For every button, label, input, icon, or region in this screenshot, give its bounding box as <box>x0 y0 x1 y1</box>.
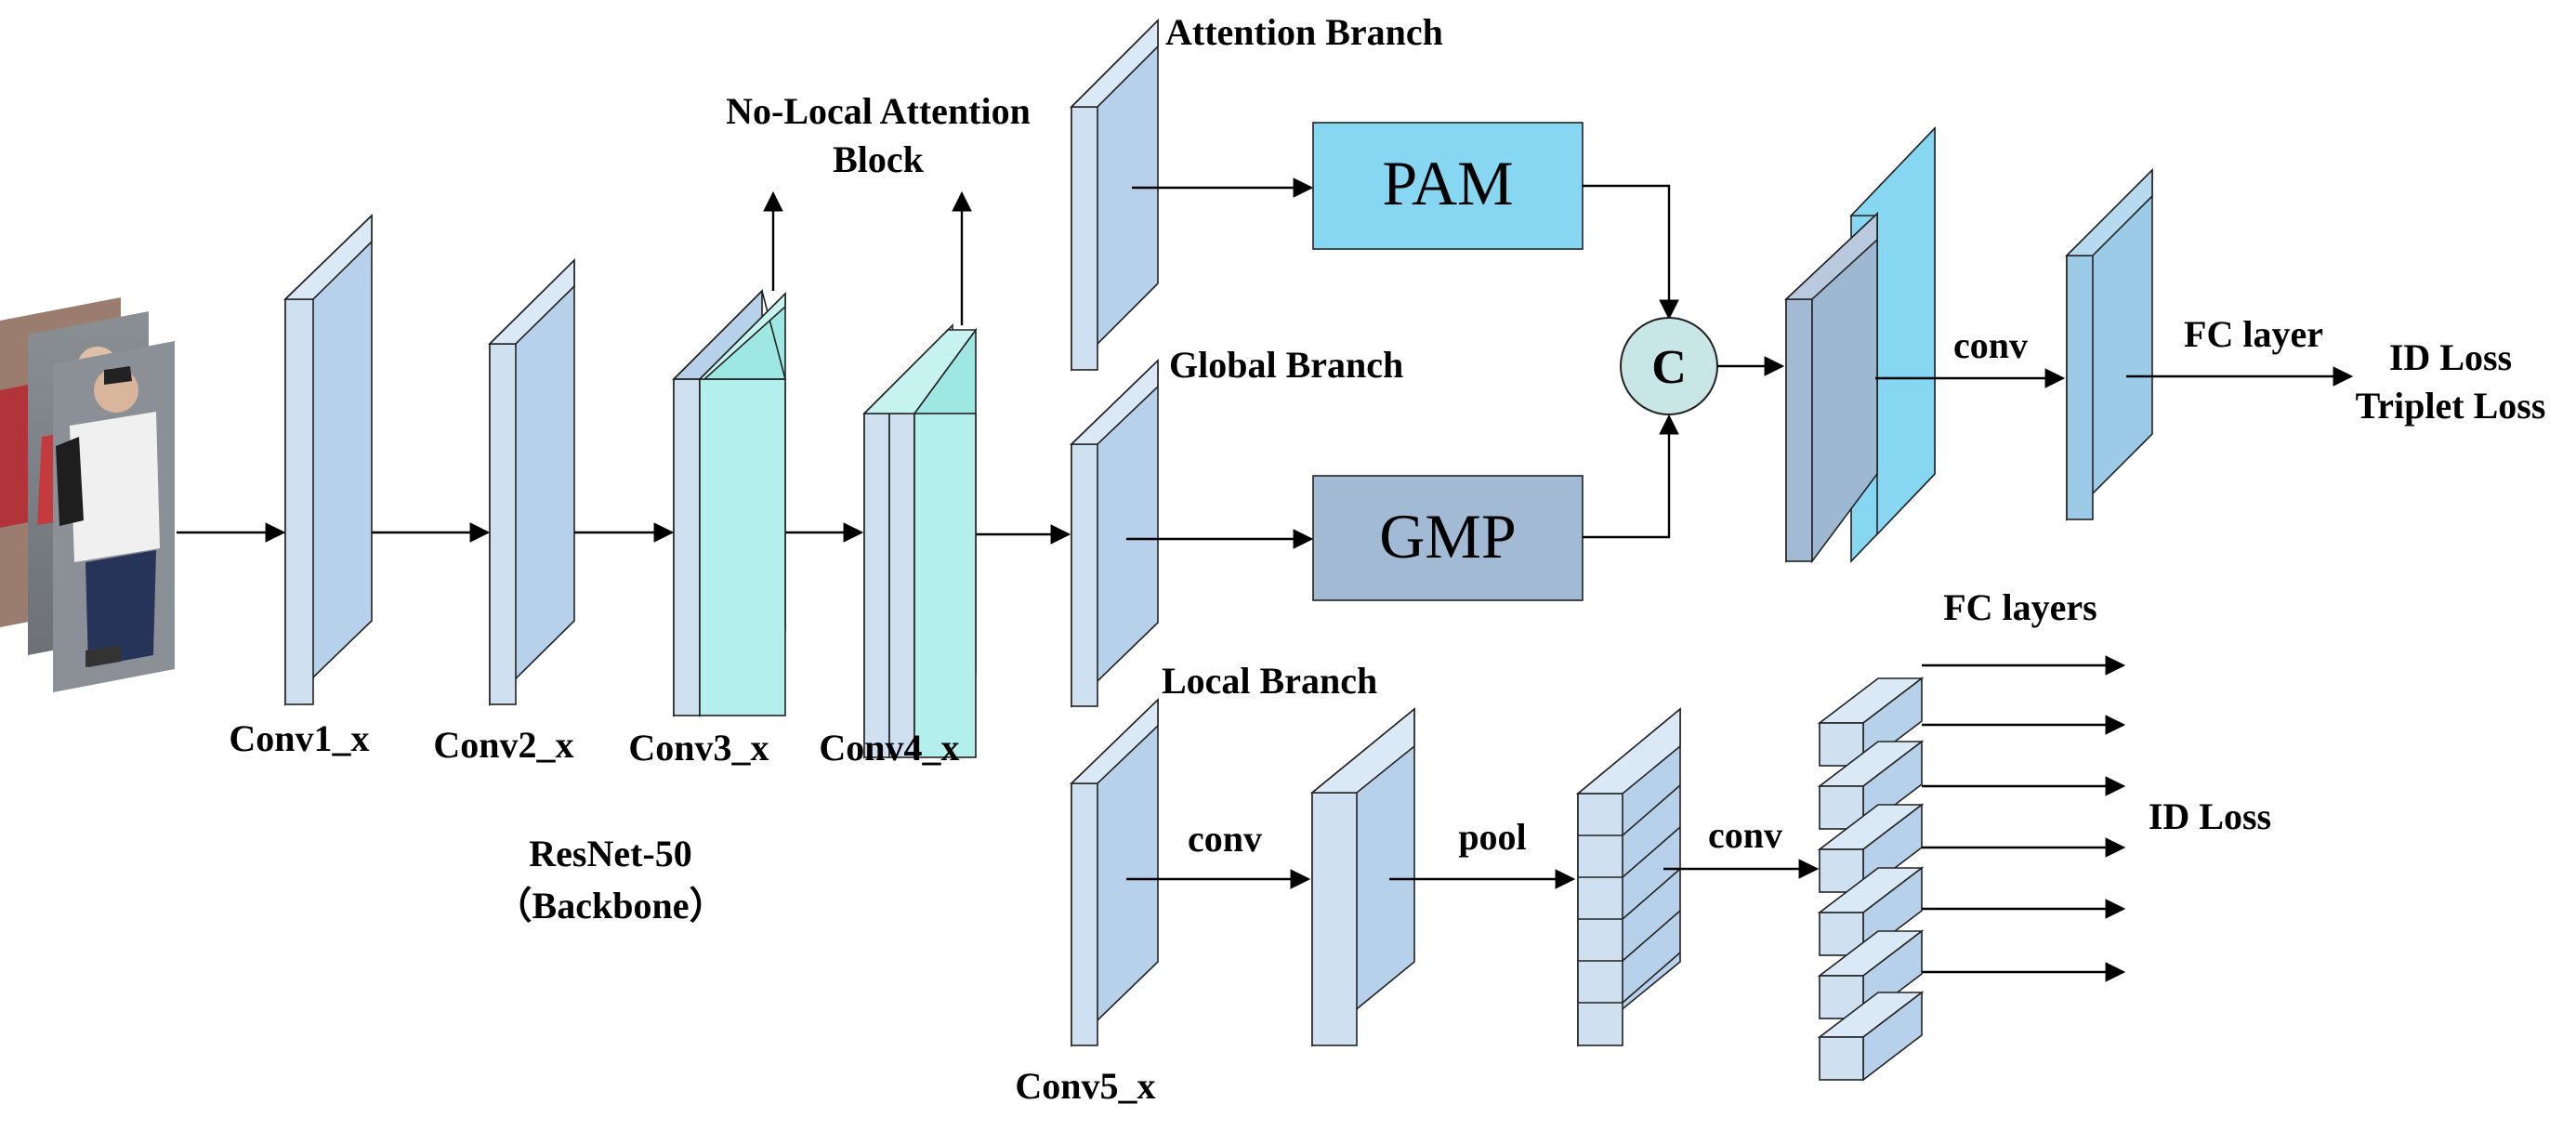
concat-label: C <box>1651 341 1687 394</box>
id-loss-global-label: ID Loss <box>2389 336 2512 378</box>
input-images-icon <box>0 297 175 692</box>
local-branch-label: Local Branch <box>1162 660 1377 702</box>
conv1-label: Conv1_x <box>229 717 369 759</box>
id-loss-local-label: ID Loss <box>2149 795 2271 837</box>
local-conv1-label: conv <box>1188 818 1262 860</box>
fused-feature-map <box>1783 126 1936 564</box>
conv5-label: Conv5_x <box>1015 1065 1155 1107</box>
global-branch-label: Global Branch <box>1169 344 1403 386</box>
local-conv-layer <box>1309 707 1415 1047</box>
local-pool-label: pool <box>1458 816 1526 858</box>
local-conv2-label: conv <box>1708 814 1782 856</box>
local-fc-cube <box>1817 991 1925 1082</box>
arrow-gmp-concat <box>1583 414 1679 539</box>
local-branch-layer <box>1070 698 1159 1047</box>
conv4-attention-block <box>913 413 977 758</box>
fc-block <box>2065 168 2153 521</box>
conv3-layer <box>672 289 787 717</box>
local-fc-cubes <box>1817 677 1925 1082</box>
pooled-stripes <box>1575 707 1681 1047</box>
pam-label: PAM <box>1382 148 1513 218</box>
attention-branch-layer <box>1070 19 1159 372</box>
local-output-arrows <box>1922 655 2126 982</box>
conv2-label: Conv2_x <box>433 724 573 766</box>
conv-after-concat-label: conv <box>1953 324 2028 366</box>
global-branch-layer <box>1070 359 1159 708</box>
conv3-attention-block <box>699 378 786 716</box>
fc-layers-label: FC layers <box>1943 586 2097 628</box>
backbone-sub: （Backbone） <box>495 885 727 926</box>
gmp-box <box>1312 475 1584 601</box>
input-image-front <box>53 341 175 692</box>
fc-layer-label: FC layer <box>2184 313 2323 355</box>
conv4-label: Conv4_x <box>819 727 959 769</box>
local-fc-cube <box>1817 803 1925 894</box>
triplet-loss-label: Triplet Loss <box>2356 385 2546 427</box>
conv2-layer <box>488 258 575 706</box>
conv3-label: Conv3_x <box>628 727 769 769</box>
nonlocal-label-line1: No-Local Attention <box>726 90 1031 132</box>
gmp-label: GMP <box>1379 501 1516 572</box>
nonlocal-label-line2: Block <box>833 138 925 180</box>
arrow-pam-concat <box>1583 184 1679 321</box>
attention-branch-label: Attention Branch <box>1165 11 1443 53</box>
conv1-layer <box>283 214 373 706</box>
backbone-name: ResNet-50 <box>529 833 692 874</box>
pam-box <box>1312 122 1584 250</box>
conv4-layer <box>862 323 978 760</box>
